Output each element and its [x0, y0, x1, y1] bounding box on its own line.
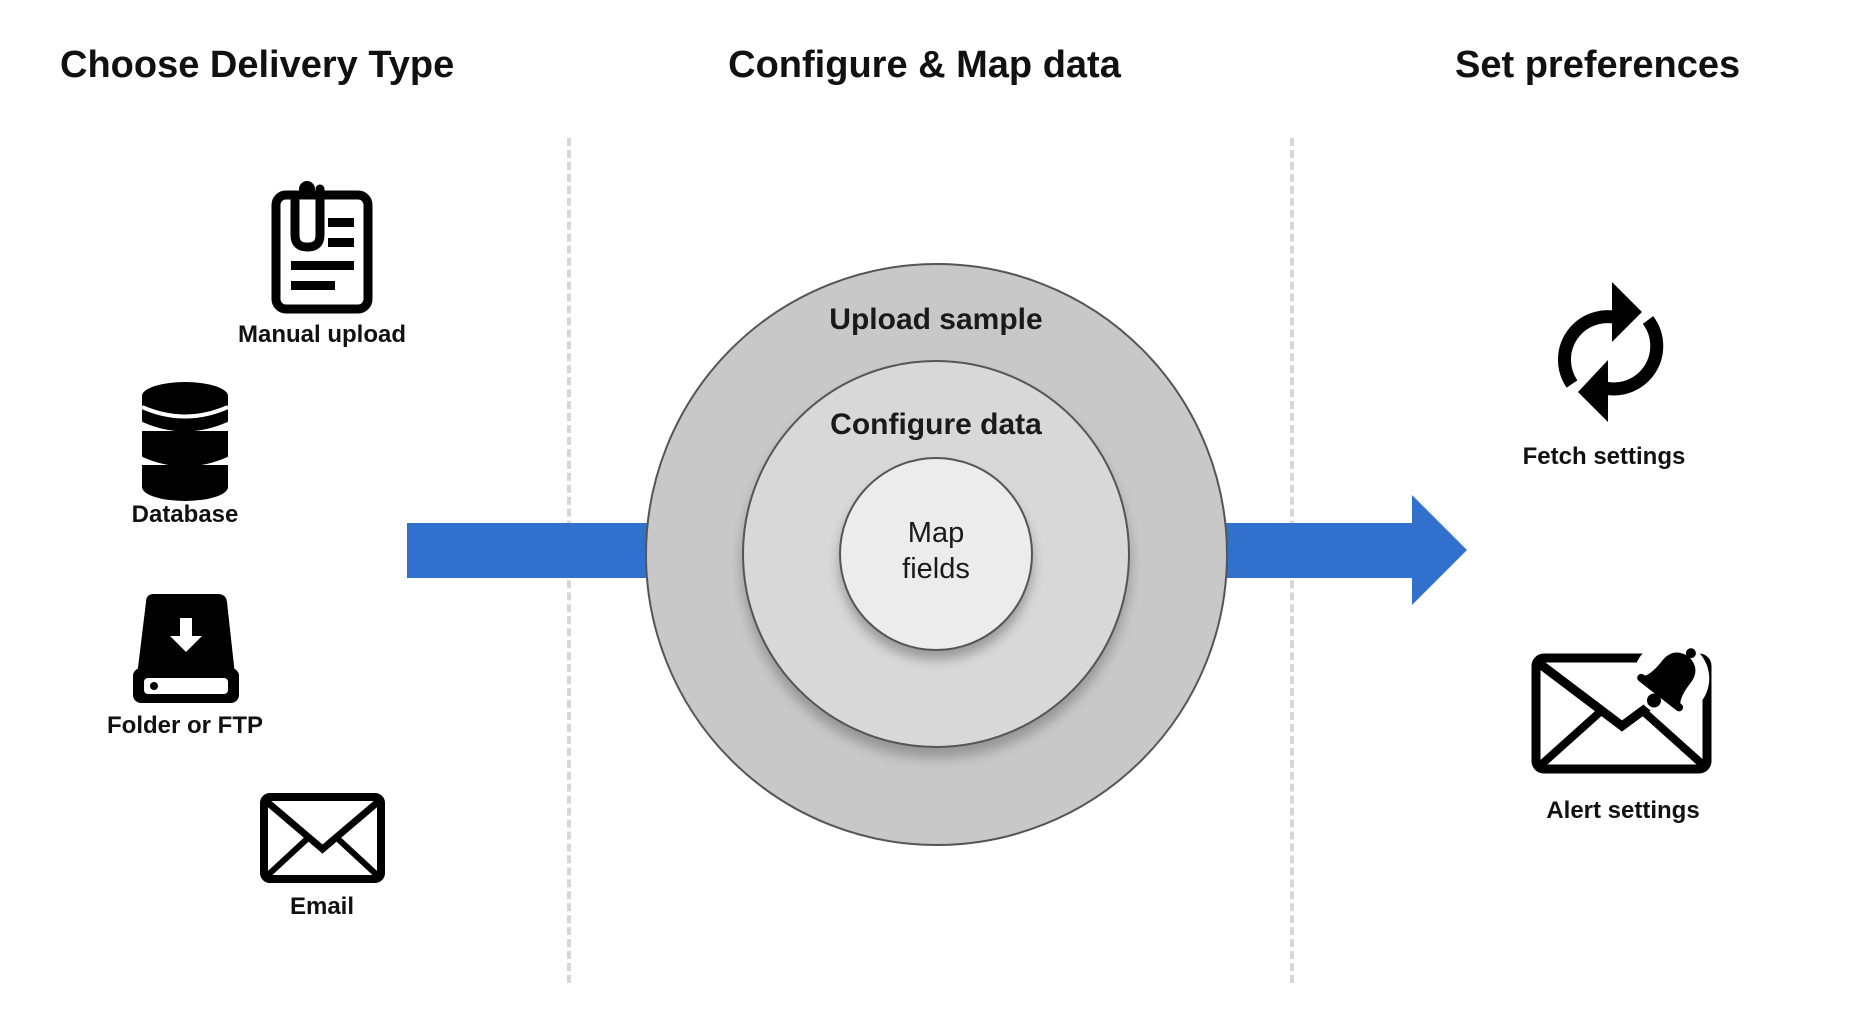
arrow-head	[1412, 495, 1467, 605]
label-manual-upload: Manual upload	[238, 321, 406, 348]
ring-map-fields	[839, 457, 1033, 651]
clipboard-icon	[271, 181, 373, 314]
label-alert-settings: Alert settings	[1546, 797, 1700, 824]
label-folder-ftp: Folder or FTP	[107, 712, 263, 739]
arrow-in-shaft	[407, 523, 653, 578]
heading-configure-map: Configure & Map data	[728, 44, 1121, 86]
heading-set-preferences: Set preferences	[1455, 44, 1741, 86]
label-email: Email	[289, 893, 355, 920]
label-map-fields: Map fields	[902, 517, 970, 585]
label-upload-sample: Upload sample	[829, 303, 1043, 336]
download-drive-icon	[133, 594, 239, 703]
label-database: Database	[131, 501, 239, 528]
arrow-out-shaft	[1220, 523, 1414, 578]
label-fetch-settings: Fetch settings	[1522, 443, 1686, 470]
label-configure-data: Configure data	[830, 408, 1042, 441]
envelope-icon	[260, 793, 385, 883]
heading-delivery-type: Choose Delivery Type	[60, 44, 455, 86]
envelope-bell-icon	[1531, 640, 1712, 774]
database-icon	[141, 382, 229, 501]
refresh-icon	[1557, 282, 1664, 422]
